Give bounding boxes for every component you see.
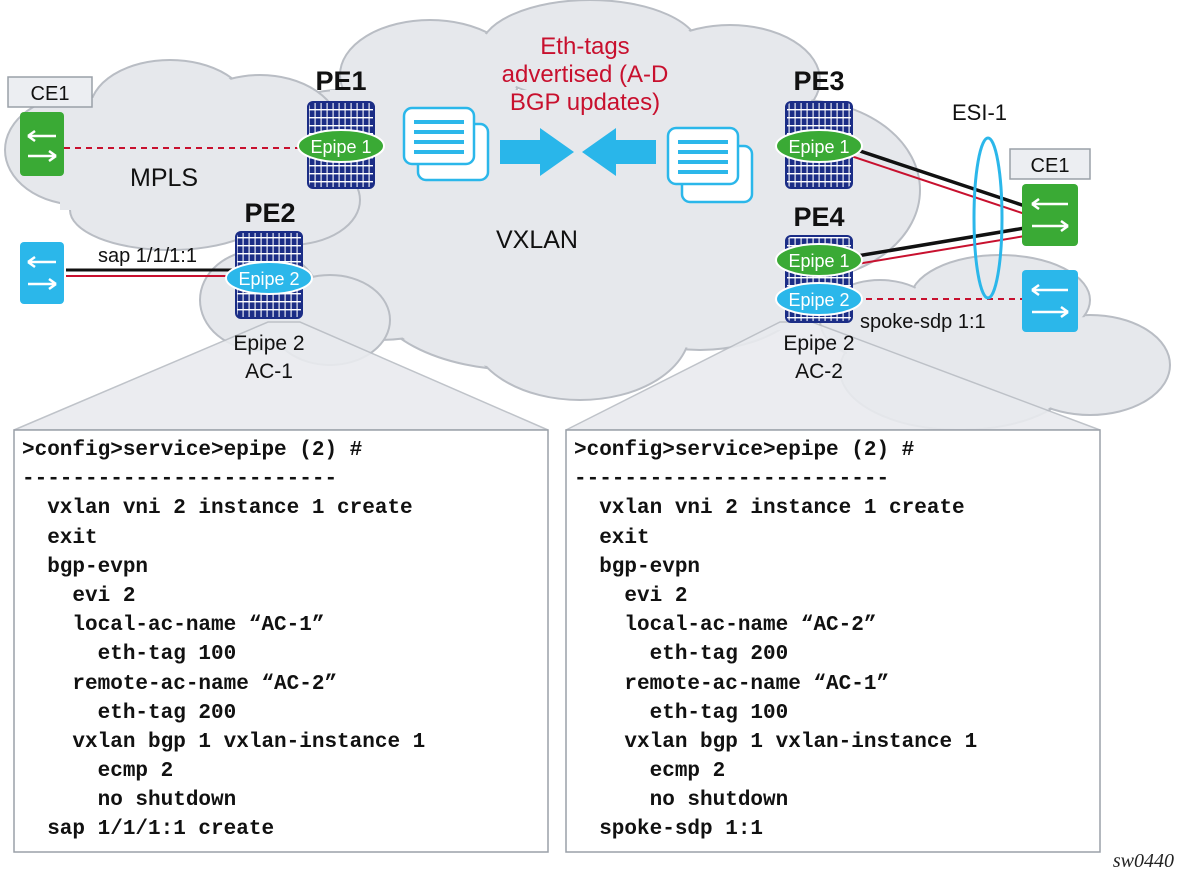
arrow-right-icon [500,128,574,176]
ce1-left-device [20,112,64,176]
config-line: evi 2 [22,584,136,608]
bgp-update-document-right-icon [666,126,754,204]
blue-ce-left-device [20,242,64,304]
config-line: remote-ac-name “AC-2” [22,672,338,696]
pe4-name: PE4 [793,202,844,232]
config-line: exit [574,526,650,550]
config-line: eth-tag 100 [22,643,237,667]
config-line: sap 1/1/1:1 create [22,818,275,842]
ce1-left-label: CE1 [31,83,70,105]
sap-link [66,268,240,277]
pe4-ce1-link [844,226,1026,267]
config-line: vxlan bgp 1 vxlan-instance 1 [574,730,978,754]
ce1-left-label-box: CE1 [7,76,93,108]
esi-label: ESI-1 [952,100,1007,125]
pe2-caption-service: Epipe 2 [233,332,304,355]
mpls-cloud-label: MPLS [130,164,198,192]
config-line: >config>service>epipe (2) # [574,439,915,462]
config-line: vxlan vni 2 instance 1 create [22,497,413,521]
config-line: no shutdown [22,789,237,813]
pe2-caption-ac: AC-1 [245,360,293,383]
pe2-epipe-badge: Epipe 2 [225,261,313,295]
config-line: bgp-evpn [574,555,701,579]
config-line: evi 2 [574,584,688,608]
ce1-right-device [1022,184,1078,246]
pe2-name: PE2 [244,198,295,228]
config-panel-right [565,429,1101,853]
sap-label: sap 1/1/1:1 [98,245,197,267]
pe3-epipe-badge: Epipe 1 [775,129,863,163]
config-line: no shutdown [574,789,789,813]
config-line: ------------------------- [574,468,890,492]
annotation-line-2: advertised (A-D [502,61,669,88]
blue-ce-right-device [1022,270,1078,332]
config-line: spoke-sdp 1:1 [574,818,764,842]
config-line: vxlan vni 2 instance 1 create [574,497,965,521]
config-line: local-ac-name “AC-2” [574,614,877,638]
pe3-epipe-label: Epipe 1 [788,137,849,157]
config-line: ecmp 2 [574,760,726,784]
pe4-caption-ac: AC-2 [795,360,843,383]
pe2-epipe-label: Epipe 2 [238,269,299,289]
pe4-epipe1-label: Epipe 1 [788,251,849,271]
pe1-name: PE1 [315,66,366,96]
config-right-code: >config>service>epipe (2) # -------------… [574,436,977,845]
spoke-sdp-label: spoke-sdp 1:1 [860,311,986,333]
config-line: exit [22,526,98,550]
bgp-update-document-left-icon [402,106,490,182]
config-panel-left [13,429,549,853]
annotation-line-1: Eth-tags [540,33,629,60]
pe3-name: PE3 [793,66,844,96]
pe3-ce1-link [844,144,1026,215]
annotation-line-3: BGP updates) [510,89,660,116]
config-line: eth-tag 200 [22,701,237,725]
pe4-epipe2-label: Epipe 2 [788,290,849,310]
esi-ring [972,136,1004,300]
config-line: ------------------------- [22,468,338,492]
config-left-code: >config>service>epipe (2) # -------------… [22,436,425,845]
pe1-epipe-badge: Epipe 1 [297,129,385,163]
vxlan-cloud-label: VXLAN [496,226,578,254]
config-line: remote-ac-name “AC-1” [574,672,890,696]
pe1-epipe-label: Epipe 1 [310,137,371,157]
ce1-right-label: CE1 [1031,155,1070,177]
config-line: eth-tag 100 [574,701,789,725]
figure-id: sw0440 [1112,850,1174,872]
config-line: ecmp 2 [22,760,174,784]
pe4-epipe2-badge: Epipe 2 [775,282,863,316]
config-line: local-ac-name “AC-1” [22,614,325,638]
pe4-caption-service: Epipe 2 [783,332,854,355]
ce1-right-label-box: CE1 [1009,148,1091,180]
config-line: bgp-evpn [22,555,149,579]
config-line: eth-tag 200 [574,643,789,667]
config-line: >config>service>epipe (2) # [22,439,363,462]
config-line: vxlan bgp 1 vxlan-instance 1 [22,730,426,754]
pe4-epipe1-badge: Epipe 1 [775,243,863,277]
arrow-left-icon [582,128,656,176]
